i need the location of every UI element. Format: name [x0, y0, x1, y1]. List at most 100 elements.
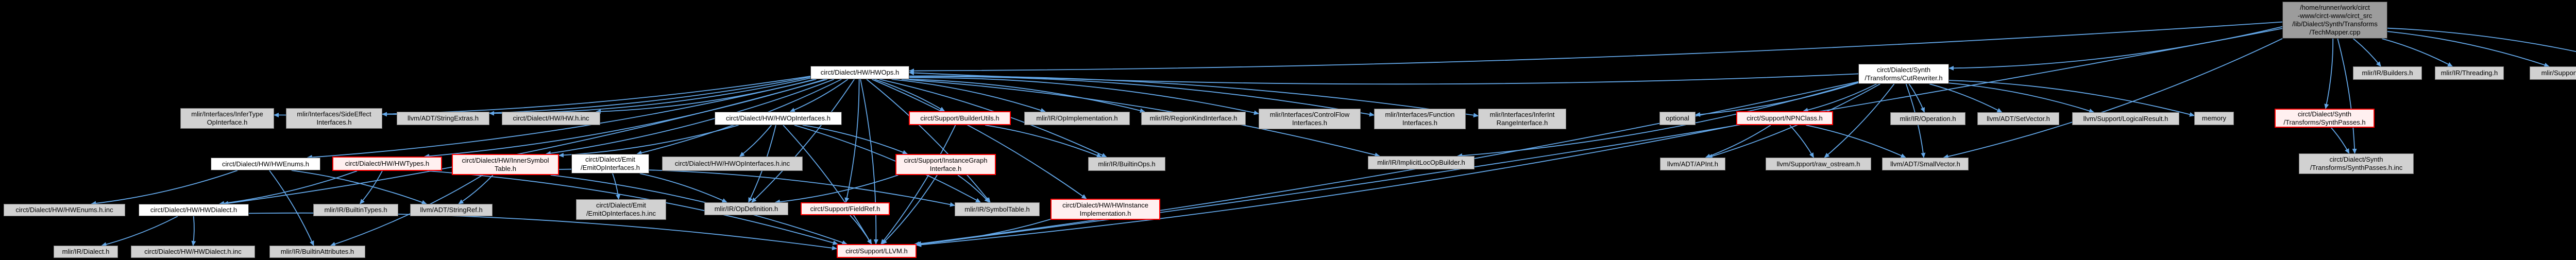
edge-hwopinterfaces-to-hwopint_inc: [739, 125, 772, 157]
graph-node-builderutils[interactable]: circt/Support/BuilderUtils.h: [909, 111, 1011, 125]
graph-node-opimplementation: mlir/IR/OpImplementation.h: [1024, 112, 1130, 125]
graph-node-sideeffect: mlir/Interfaces/SideEffect Interfaces.h: [286, 108, 382, 129]
graph-node-instancegraph[interactable]: circt/Support/InstanceGraph Interface.h: [895, 154, 996, 175]
edge-hwops-to-opdefinition: [751, 79, 855, 203]
graph-node-controlflow: mlir/Interfaces/ControlFlow Interfaces.h: [1259, 109, 1361, 129]
graph-node-threading: mlir/IR/Threading.h: [2435, 66, 2504, 80]
edge-hwenums-to-hwenums_inc: [91, 170, 238, 206]
edge-hwops-to-opimplementation: [891, 79, 1046, 113]
edge-hwops-to-symboltable: [866, 79, 991, 203]
graph-node-hwdialect[interactable]: circt/Dialect/HW/HWDialect.h: [139, 204, 249, 216]
graph-node-funcinterfaces: mlir/Interfaces/Function Interfaces.h: [1374, 109, 1466, 129]
edge-cutrewriter-to-operation: [1908, 83, 1925, 113]
edge-hwops-to-controlflow: [909, 77, 1259, 115]
edge-root-to-smallvector: [1943, 38, 2283, 159]
edge-builderutils-to-llvm: [880, 125, 956, 245]
graph-node-builders: mlir/IR/Builders.h: [2353, 66, 2422, 80]
graph-node-hwops[interactable]: circt/Dialect/HW/HWOps.h: [810, 66, 909, 79]
edge-builderutils-to-builtinops: [985, 125, 1102, 158]
edge-hwdialect-to-hwdialect_inc: [191, 216, 196, 246]
edge-synthpasses-to-synthpasses_inc: [2331, 127, 2350, 154]
graph-node-builtinattrs: mlir/IR/BuiltinAttributes.h: [269, 246, 365, 258]
edge-fieldref-to-llvm: [850, 215, 872, 245]
graph-node-hw_h_inc: circt/Dialect/HW/HW.h.inc: [502, 112, 600, 125]
edge-hwenums-to-stringref: [291, 170, 427, 205]
edge-cutrewriter-to-logicalresult: [1948, 82, 2095, 113]
edge-innersymbol-to-stringref: [458, 175, 494, 204]
edge-emitopint-to-opdefinition: [639, 173, 727, 203]
edge-root-to-debug: [2387, 27, 2576, 53]
graph-node-logicalresult: llvm/Support/LogicalResult.h: [2072, 112, 2179, 125]
edge-hwops-to-fieldref: [844, 79, 860, 203]
graph-node-npnclass[interactable]: circt/Support/NPNClass.h: [1736, 111, 1833, 125]
edge-hwinstanceimpl-to-llvm: [914, 219, 1051, 246]
graph-node-synthpasses_inc: circt/Dialect/Synth /Transforms/SynthPas…: [2299, 153, 2414, 174]
edge-hwops-to-hwinstanceimpl: [871, 79, 1087, 199]
graph-node-regionkind: mlir/IR/RegionKindInterface.h: [1141, 112, 1246, 125]
edge-hwops-to-innersymbol: [546, 79, 835, 156]
edge-hwops-to-hwenums: [307, 79, 817, 160]
graph-node-hwopinterfaces[interactable]: circt/Dialect/HW/HWOpInterfaces.h: [715, 112, 842, 125]
edge-root-to-walkresult: [2387, 31, 2550, 67]
edge-cutrewriter-to-llvm: [916, 81, 1859, 246]
graph-node-hwenums_inc: circt/Dialect/HW/HWEnums.h.inc: [4, 204, 125, 216]
graph-node-apint: llvm/ADT/APInt.h: [1660, 158, 1725, 170]
graph-node-hwinstanceimpl[interactable]: circt/Dialect/HW/HWInstance Implementati…: [1050, 199, 1160, 220]
edge-hwopinterfaces-to-llvm: [783, 125, 872, 245]
graph-node-setvector: llvm/ADT/SetVector.h: [1977, 112, 2059, 125]
graph-node-innersymbol[interactable]: circt/Dialect/HW/InnerSymbol Table.h: [452, 154, 559, 175]
graph-node-infertype: mlir/Interfaces/InferType OpInterface.h: [180, 108, 274, 129]
edge-cutrewriter-to-raw_ostream: [1824, 83, 1895, 158]
edge-instancegraph-to-llvm: [882, 175, 938, 245]
graph-node-optional: optional: [1659, 112, 1696, 125]
edge-hwops-to-hwdialect: [223, 79, 828, 206]
graph-node-inferintrange: mlir/Interfaces/InferInt RangeInterface.…: [1478, 109, 1566, 129]
edge-instancegraph-to-symboltable: [957, 175, 990, 203]
graph-node-emitopint_inc: circt/Dialect/Emit /EmitOpInterfaces.h.i…: [576, 199, 666, 220]
edge-hwops-to-funcinterfaces: [909, 76, 1375, 117]
edge-hwdialect-to-dialect: [101, 216, 178, 247]
edge-hwenums-to-builtinattrs: [269, 170, 314, 246]
graph-node-hwenums[interactable]: circt/Dialect/HW/HWEnums.h: [211, 158, 320, 170]
edge-emitopint-to-emitopint_inc: [612, 173, 621, 200]
graph-node-emitopint[interactable]: circt/Dialect/Emit /EmitOpInterfaces.h: [571, 154, 649, 174]
edge-cutrewriter-to-apint: [1707, 83, 1880, 159]
edge-hwtypes-to-llvm: [427, 170, 838, 245]
edge-root-to-synthpasses: [2324, 38, 2334, 109]
edge-hwopinterfaces-to-symboltable: [794, 125, 981, 203]
edge-npnclass-to-apint: [1705, 125, 1771, 159]
graph-node-memory: memory: [2194, 112, 2234, 125]
graph-node-root: /home/runner/work/circt -www/circt-www/c…: [2282, 2, 2387, 39]
edge-innersymbol-to-llvm: [550, 175, 848, 245]
graph-node-raw_ostream: llvm/Support/raw_ostream.h: [1766, 158, 1871, 170]
edge-root-to-synthpasses_inc: [2337, 38, 2357, 154]
graph-node-opdefinition: mlir/IR/OpDefinition.h: [704, 202, 788, 215]
graph-node-stringextras: llvm/ADT/StringExtras.h: [397, 112, 489, 125]
graph-node-cutrewriter[interactable]: circt/Dialect/Synth /Transforms/CutRewri…: [1858, 64, 1949, 84]
graph-node-dialect: mlir/IR/Dialect.h: [54, 246, 118, 258]
graph-node-smallvector: llvm/ADT/SmallVector.h: [1882, 158, 1969, 170]
graph-node-symboltable: mlir/IR/SymbolTable.h: [955, 202, 1040, 216]
graph-node-llvm[interactable]: circt/Support/LLVM.h: [837, 244, 917, 258]
edge-npnclass-to-raw_ostream: [1789, 125, 1815, 158]
edge-root-to-threading: [2381, 38, 2453, 67]
graph-node-builtinops: mlir/IR/BuiltinOps.h: [1088, 157, 1165, 171]
graph-node-fieldref[interactable]: circt/Support/FieldRef.h: [801, 202, 890, 215]
graph-node-hwtypes[interactable]: circt/Dialect/HW/HWTypes.h: [332, 157, 442, 171]
graph-node-implicitloc: mlir/IR/ImplicitLocOpBuilder.h: [1368, 156, 1475, 169]
edge-root-to-hwops: [909, 21, 2283, 74]
edge-cutrewriter-to-setvector: [1929, 83, 2003, 113]
edge-hwtypes-to-builtintypes: [359, 170, 383, 204]
graph-node-stringref: llvm/ADT/StringRef.h: [410, 204, 493, 216]
edge-hwopinterfaces-to-innersymbol: [558, 125, 739, 158]
edge-npnclass-to-llvm: [916, 125, 1737, 247]
edge-cutrewriter-to-npnclass: [1803, 83, 1877, 113]
edge-cutrewriter-to-optional: [1695, 82, 1859, 117]
edge-hwops-to-implicitloc: [901, 79, 1380, 158]
graph-node-hwdialect_inc: circt/Dialect/HW/HWDialect.h.inc: [131, 246, 255, 258]
edge-npnclass-to-smallvector: [1806, 125, 1906, 158]
graph-node-walkresult: mlir/Support/WalkResult.h: [2530, 66, 2576, 80]
graph-node-synthpasses[interactable]: circt/Dialect/Synth /Transforms/SynthPas…: [2275, 109, 2375, 128]
